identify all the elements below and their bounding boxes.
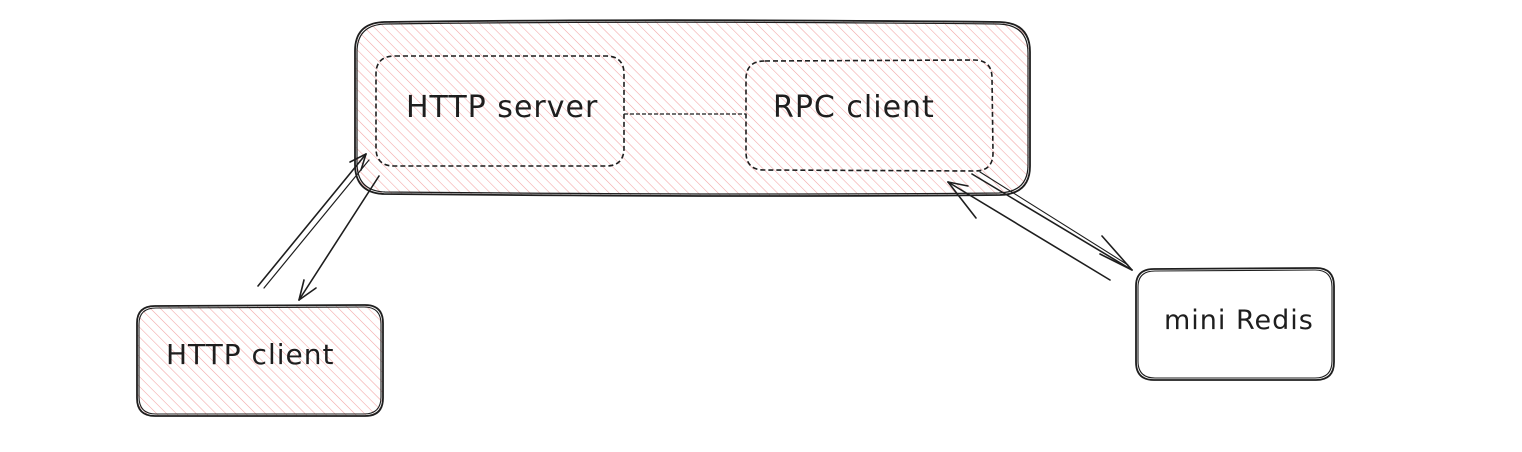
service-group-box bbox=[354, 19, 1031, 197]
arrow-server-to-client bbox=[298, 175, 380, 301]
http-server-label: HTTP server bbox=[406, 90, 599, 125]
arrow-redis-to-rpc bbox=[947, 181, 1111, 281]
http-client-label: HTTP client bbox=[166, 338, 335, 371]
http-client-box bbox=[136, 304, 384, 417]
mini-redis-label: mini Redis bbox=[1164, 305, 1314, 336]
arrow-client-to-server bbox=[257, 153, 370, 289]
rpc-client-label: RPC client bbox=[773, 90, 935, 125]
mini-redis-box bbox=[1135, 267, 1335, 381]
arrow-rpc-to-redis bbox=[971, 171, 1133, 271]
rpc-client-box bbox=[745, 59, 994, 172]
http-server-box bbox=[375, 55, 625, 167]
